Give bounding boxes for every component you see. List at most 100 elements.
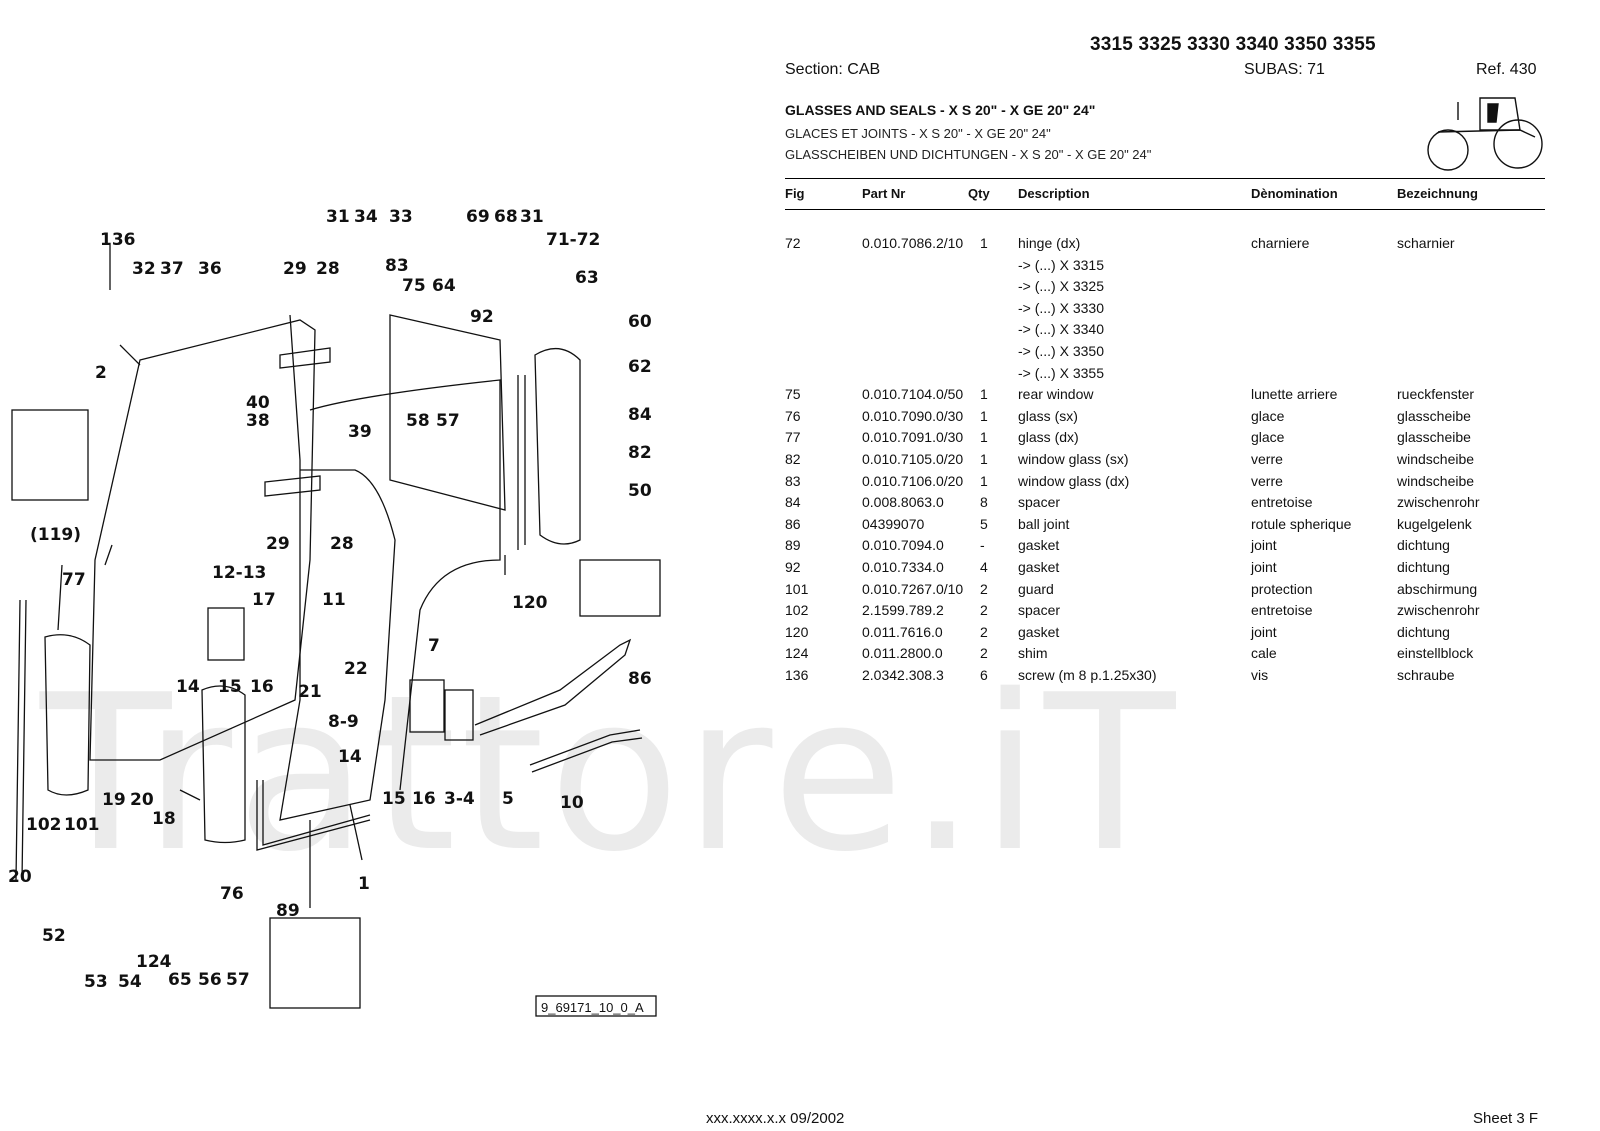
cell-qty: 6 <box>980 667 988 683</box>
seal-detail-box-119 <box>11 409 89 501</box>
col-qty: Qty <box>968 186 990 201</box>
cell-fig: 136 <box>785 667 809 683</box>
callout-label: 2 <box>95 363 107 383</box>
callout-label: 22 <box>344 659 368 679</box>
callout-label: 29 <box>266 534 290 554</box>
cell-de: glasscheibe <box>1397 407 1471 424</box>
cell-desc: window glass (sx) <box>1018 451 1129 467</box>
cell-fig: 76 <box>785 407 801 424</box>
section-label: Section: CAB <box>785 61 881 78</box>
callout-label: 18 <box>152 809 176 829</box>
cell-desc: guard <box>1018 580 1054 597</box>
callout-label: 19 <box>102 790 126 810</box>
callout-label: 84 <box>628 405 652 425</box>
table-row: -> (...) X 3350 <box>0 343 1600 365</box>
callout-label: 53 <box>84 972 108 992</box>
table-row: -> (...) X 3325 <box>0 278 1600 300</box>
callout-label: 82 <box>628 443 652 463</box>
footer-code: xxx.xxxx.x.x 09/2002 <box>706 1110 845 1127</box>
latch-8-9 <box>409 679 445 733</box>
callout-label: 40 <box>246 393 270 413</box>
cell-fr: cale <box>1251 645 1277 662</box>
callout-label: 3-4 <box>444 789 475 809</box>
cell-qty: - <box>980 537 985 554</box>
cell-fr: glace <box>1251 407 1285 424</box>
glass-76 <box>201 685 246 844</box>
cell-qty: 1 <box>980 472 988 489</box>
cell-fr: joint <box>1251 623 1277 640</box>
arm <box>474 638 632 736</box>
col-desc: Description <box>1018 186 1090 201</box>
cell-qty: 2 <box>980 623 988 640</box>
cell-fr: lunette arriere <box>1251 386 1338 403</box>
callout-label: 5 <box>502 789 514 809</box>
callout-label: 20 <box>130 790 154 810</box>
cell-de: dichtung <box>1397 623 1450 640</box>
callout-label: 39 <box>348 422 372 442</box>
cell-de: dichtung <box>1397 537 1450 554</box>
cell-fig: 75 <box>785 386 801 403</box>
callout-label: 57 <box>436 411 460 431</box>
cell-de: rueckfenster <box>1397 386 1475 403</box>
callout-label: 136 <box>100 230 136 250</box>
col-fr: Dènomination <box>1251 186 1338 201</box>
cell-fr: protection <box>1251 580 1313 597</box>
cell-part: 0.010.7094.0 <box>862 537 944 554</box>
cell-desc: glass (sx) <box>1018 407 1078 424</box>
cell-desc: -> (...) X 3340 <box>1018 321 1104 338</box>
callout-label: 83 <box>385 256 409 276</box>
cell-part: 0.010.7090.0/30 <box>862 407 964 424</box>
callout-label: 32 <box>132 259 156 279</box>
callout-label: 36 <box>198 259 222 279</box>
cell-qty: 1 <box>980 451 988 467</box>
seal-detail-box-89 <box>269 917 361 1009</box>
callout-label: 101 <box>64 815 100 835</box>
cell-de: zwischenrohr <box>1397 602 1480 619</box>
cell-desc: window glass (dx) <box>1018 472 1130 489</box>
col-de: Bezeichnung <box>1397 186 1478 201</box>
cell-fig: 124 <box>785 645 809 662</box>
cell-qty: 2 <box>980 645 988 662</box>
lock-12-13 <box>207 607 245 661</box>
cell-fr: verre <box>1251 451 1283 467</box>
callout-label: 52 <box>42 926 66 946</box>
cell-qty: 2 <box>980 602 988 619</box>
cell-de: glasscheibe <box>1397 429 1471 446</box>
cell-fig: 83 <box>785 472 801 489</box>
callout-label: 76 <box>220 884 244 904</box>
callout-label: 31 <box>520 207 544 227</box>
cell-desc: spacer <box>1018 494 1061 511</box>
cell-fig: 72 <box>785 235 801 251</box>
table-row: -> (...) X 3340 <box>0 321 1600 343</box>
cell-desc: gasket <box>1018 623 1060 640</box>
cell-part: 0.008.8063.0 <box>862 494 944 511</box>
table-row: -> (...) X 3330 <box>0 300 1600 322</box>
title-fr: GLACES ET JOINTS - X S 20" - X GE 20" 24… <box>785 126 1051 141</box>
cell-de: zwischenrohr <box>1397 494 1480 511</box>
cell-desc: -> (...) X 3355 <box>1018 364 1104 381</box>
cell-qty: 1 <box>980 386 988 403</box>
callout-label: 12-13 <box>212 563 266 583</box>
cell-fig: 82 <box>785 451 801 467</box>
cell-desc: -> (...) X 3325 <box>1018 278 1104 295</box>
callout-label: 89 <box>276 901 300 921</box>
callout-label: 68 <box>494 207 518 227</box>
callout-label: 64 <box>432 276 456 296</box>
cell-part: 2.0342.308.3 <box>862 667 944 683</box>
cell-de: windscheibe <box>1397 451 1475 467</box>
cell-de: dichtung <box>1397 559 1450 575</box>
cell-fig: 89 <box>785 537 801 554</box>
cell-desc: rear window <box>1018 386 1094 403</box>
cell-qty: 1 <box>980 429 988 446</box>
cell-fr: rotule spherique <box>1251 515 1352 532</box>
diagram-code: 9_69171_10_0_A <box>541 1000 644 1015</box>
